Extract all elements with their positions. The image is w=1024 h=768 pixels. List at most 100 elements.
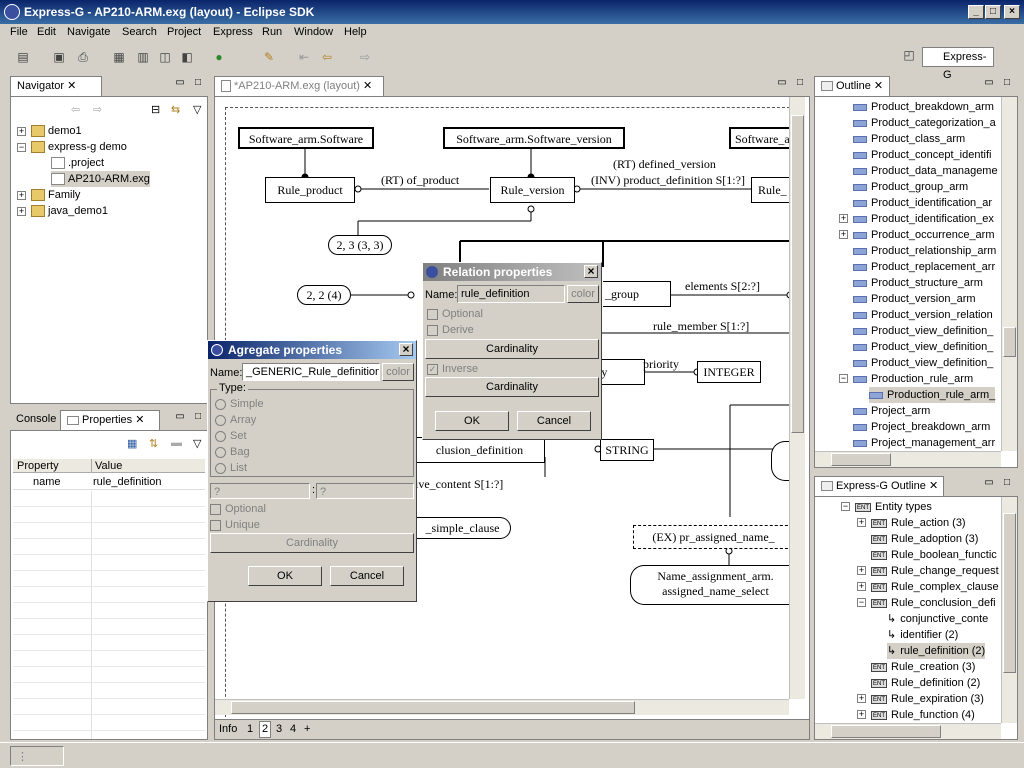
outline-item[interactable]: Product_group_arm <box>853 179 968 195</box>
outline-item[interactable]: Project_management_arr <box>853 435 995 451</box>
menu-search[interactable]: Search <box>122 26 157 38</box>
expand-icon[interactable]: + <box>17 206 26 216</box>
tab-navigator[interactable]: Navigator ✕ <box>10 76 102 96</box>
type-radio-bag[interactable]: Bag <box>215 446 250 458</box>
ok-button[interactable]: OK <box>435 411 509 431</box>
minimize-icon[interactable]: ▭ <box>984 477 994 488</box>
new-file-icon[interactable]: ▥ <box>137 50 149 64</box>
tree-item-java-demo1[interactable]: java_demo1 <box>31 203 108 219</box>
expand-icon[interactable]: + <box>857 517 866 527</box>
table-row[interactable]: name rule_definition <box>13 474 205 490</box>
menu-run[interactable]: Run <box>262 26 283 38</box>
menu-file[interactable]: File <box>10 26 28 38</box>
minimize-icon[interactable]: ▭ <box>175 411 185 422</box>
back-icon[interactable]: ⇦ <box>321 50 333 64</box>
outline-item[interactable]: Product_relationship_arm <box>853 243 996 259</box>
outline-item[interactable]: Production_rule_arm <box>853 371 973 387</box>
type-radio-set[interactable]: Set <box>215 430 247 442</box>
expand-icon[interactable]: + <box>857 693 866 703</box>
tab-info[interactable]: Info <box>219 723 238 735</box>
menu-project[interactable]: Project <box>167 26 202 38</box>
express-g-horizontal-scrollbar[interactable] <box>815 723 1001 739</box>
color-button[interactable]: color <box>382 363 414 381</box>
editor-horizontal-scrollbar[interactable] <box>215 699 789 715</box>
collapse-all-icon[interactable]: ⊟ <box>151 104 161 116</box>
outline-item[interactable]: Product_view_definition_ <box>853 355 993 371</box>
outline-item[interactable]: Product_version_arm <box>853 291 976 307</box>
print-icon[interactable]: ⎙ <box>78 50 88 64</box>
tab-express-g-outline[interactable]: Express-G Outline ✕ <box>814 476 944 496</box>
tree-item-project[interactable]: .project <box>51 155 104 171</box>
outline-item[interactable]: Product_structure_arm <box>853 275 983 291</box>
entity-simple-clause[interactable]: _simple_clause <box>415 517 511 539</box>
dialog-close-button[interactable]: × <box>584 265 598 278</box>
unique-checkbox[interactable]: Unique <box>210 519 260 531</box>
maximize-icon[interactable]: □ <box>194 77 202 88</box>
menu-express[interactable]: Express <box>213 26 253 38</box>
close-icon[interactable]: ✕ <box>363 80 373 92</box>
tab-page-3[interactable]: 3 <box>276 723 283 735</box>
type-radio-list[interactable]: List <box>215 462 247 474</box>
expand-icon[interactable]: + <box>17 190 26 200</box>
cardinality-badge[interactable]: 2, 2 (4) <box>297 285 351 305</box>
outline-item[interactable]: Product_identification_ar <box>853 195 992 211</box>
outline-item[interactable]: Product_concept_identifi <box>853 147 991 163</box>
entity-pr-assigned-name[interactable]: (EX) pr_assigned_name_ <box>633 525 793 549</box>
entity-software[interactable]: Software_arm.Software <box>238 127 374 149</box>
restore-default-icon[interactable]: ▬ <box>171 437 182 449</box>
perspective-express-g[interactable]: Express-G <box>922 47 994 81</box>
dialog-close-button[interactable]: × <box>399 343 413 356</box>
express-g-item[interactable]: ↳rule_definition (2) <box>887 643 986 659</box>
cardinality-button[interactable]: Cardinality <box>210 533 414 553</box>
tab-properties[interactable]: Properties ✕ <box>60 410 160 430</box>
column-value[interactable]: Value <box>95 460 123 472</box>
collapse-icon[interactable]: − <box>839 373 848 383</box>
lower-bound-input[interactable]: ? <box>210 483 310 499</box>
view-menu-icon[interactable]: ▽ <box>193 104 202 116</box>
close-icon[interactable]: ✕ <box>873 80 884 92</box>
minimize-icon[interactable]: ▭ <box>175 77 185 88</box>
open-perspective-icon[interactable]: ◰ <box>903 48 915 62</box>
tab-console[interactable]: Console <box>16 413 57 425</box>
property-value[interactable]: rule_definition <box>93 476 162 488</box>
tab-outline[interactable]: Outline ✕ <box>814 76 890 96</box>
categories-icon[interactable]: ▦ <box>127 438 138 450</box>
optional-checkbox[interactable]: Optional <box>210 503 266 515</box>
optional-checkbox[interactable]: Optional <box>427 308 483 320</box>
tree-item-ap210-arm[interactable]: AP210-ARM.exg <box>51 171 150 187</box>
type-radio-array[interactable]: Array <box>215 414 256 426</box>
outline-item[interactable]: Product_view_definition_ <box>853 323 993 339</box>
editor-vertical-scrollbar[interactable] <box>789 97 805 699</box>
name-input[interactable]: _GENERIC_Rule_definition <box>242 363 380 381</box>
cancel-button[interactable]: Cancel <box>330 566 404 586</box>
outline-item[interactable]: Project_breakdown_arm <box>853 419 990 435</box>
minimize-button[interactable]: _ <box>968 5 984 19</box>
menu-navigate[interactable]: Navigate <box>67 26 111 38</box>
tab-page-1[interactable]: 1 <box>247 723 254 735</box>
fast-view-bar[interactable]: ⋮ <box>10 746 64 766</box>
maximize-icon[interactable]: □ <box>1003 477 1011 488</box>
close-icon[interactable]: ✕ <box>135 414 145 426</box>
upper-bound-input[interactable]: ? <box>316 483 414 499</box>
tree-item-express-g-demo[interactable]: express-g demo <box>31 139 127 155</box>
close-icon[interactable]: ✕ <box>67 80 77 92</box>
close-icon[interactable]: ✕ <box>928 480 939 492</box>
outline-item[interactable]: Product_version_relation <box>853 307 993 323</box>
inverse-cardinality-button[interactable]: Cardinality <box>425 377 599 397</box>
entity-rule-product[interactable]: Rule_product <box>265 177 355 203</box>
collapse-icon[interactable]: − <box>17 142 26 152</box>
run-icon[interactable]: ● <box>215 50 223 64</box>
outline-item[interactable]: Product_class_arm <box>853 131 965 147</box>
collapse-icon[interactable]: − <box>841 501 850 511</box>
outline-item[interactable]: Product_replacement_arr <box>853 259 995 275</box>
outline-item[interactable]: Product_data_manageme <box>853 163 998 179</box>
view-menu-icon[interactable]: ▽ <box>193 438 202 450</box>
outline-item[interactable]: Product_breakdown_arm <box>853 99 994 115</box>
entity-ty[interactable]: ty <box>595 359 645 385</box>
open-type-icon[interactable]: ◫ <box>159 50 171 64</box>
